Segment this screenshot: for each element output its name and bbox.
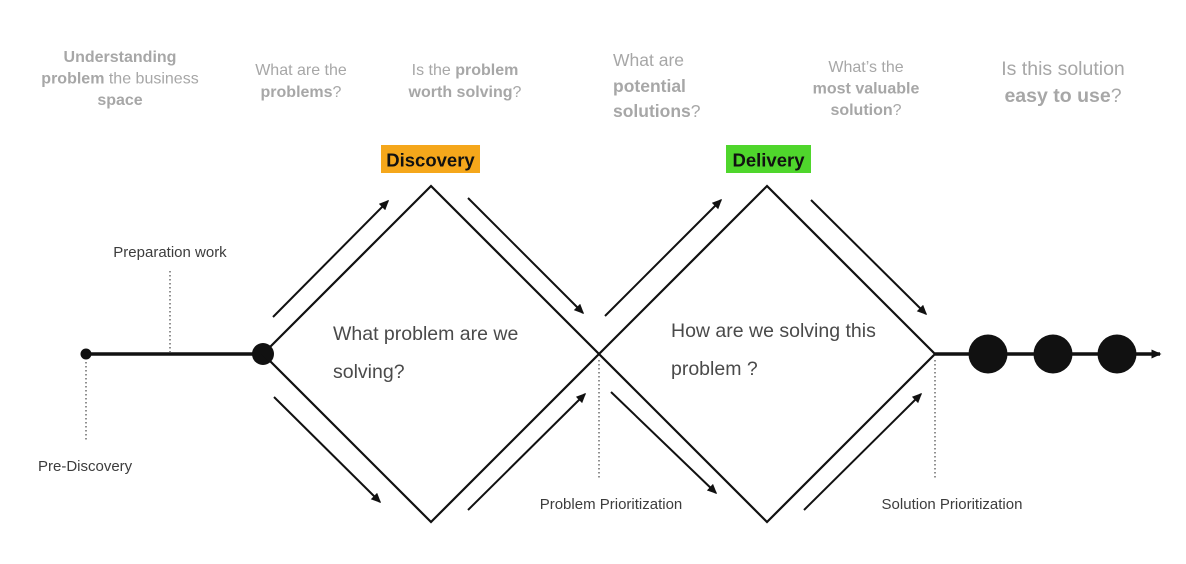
heading-line: Is this solution (1001, 58, 1125, 80)
heading-most-valuable-solution: What’s the most valuable solution? (813, 59, 920, 119)
release-dot-1 (968, 334, 1008, 374)
diverge-arrow-delivery-top (604, 198, 723, 317)
discovery-chip-background (381, 145, 480, 173)
heading-understanding-business-space: Understanding problem the business space (41, 49, 198, 109)
diverge-arrow-delivery-bottom (610, 391, 718, 495)
delivery-chip-label: Delivery (733, 150, 806, 171)
delivery-chip-background (726, 145, 811, 173)
diverge-arrow-discovery-bottom (273, 396, 382, 504)
heading-line: Is the problem (412, 62, 519, 79)
heading-line: space (97, 92, 142, 109)
heading-line: solution? (830, 102, 901, 119)
preparation-work-label: Preparation work (113, 244, 227, 261)
heading-line: solutions? (613, 101, 701, 121)
delivery-diamond (597, 184, 937, 524)
pre-discovery-label: Pre-Discovery (38, 458, 133, 475)
discovery-diamond (261, 184, 601, 524)
discovery-chip-label: Discovery (386, 150, 475, 171)
release-dot-3 (1097, 334, 1137, 374)
delivery-stage-chip: Delivery (726, 145, 811, 173)
discovery-question-line1: What problem are we (333, 323, 518, 345)
delivery-question-line2: problem ? (671, 358, 758, 380)
discovery-diamond-question: What problem are we solving? (333, 323, 518, 383)
heading-line: worth solving? (408, 84, 522, 101)
heading-problem-worth-solving: Is the problem worth solving? (408, 62, 522, 101)
heading-line: most valuable (813, 81, 920, 98)
heading-line: problems? (261, 84, 342, 101)
solution-prioritization-label: Solution Prioritization (882, 496, 1023, 513)
converge-arrow-delivery-top (810, 199, 928, 316)
discovery-stage-chip: Discovery (381, 145, 480, 173)
heading-line: Understanding (64, 49, 177, 66)
heading-what-are-the-problems: What are the problems? (255, 62, 347, 101)
heading-potential-solutions: What are potential solutions? (613, 50, 701, 121)
heading-line: easy to use? (1004, 85, 1121, 107)
heading-line: potential (613, 76, 686, 96)
release-dot-2 (1033, 334, 1073, 374)
heading-line: What are (613, 50, 684, 70)
delivery-question-line1: How are we solving this (671, 320, 876, 342)
milestone-dotted-lines (85, 271, 936, 479)
heading-solution-easy-to-use: Is this solution easy to use? (1001, 58, 1125, 107)
problem-prioritization-label: Problem Prioritization (540, 496, 683, 513)
converge-arrow-delivery-bottom (803, 392, 923, 511)
diverge-arrow-discovery-top (272, 199, 390, 318)
heading-line: problem the business (41, 71, 198, 88)
heading-line: What are the (255, 62, 347, 79)
discovery-question-line2: solving? (333, 361, 405, 383)
flow-arrows (272, 197, 928, 511)
heading-line: What’s the (828, 59, 903, 76)
converge-arrow-discovery-bottom (467, 392, 587, 511)
converge-arrow-discovery-top (467, 197, 585, 315)
delivery-diamond-question: How are we solving this problem ? (671, 320, 876, 380)
